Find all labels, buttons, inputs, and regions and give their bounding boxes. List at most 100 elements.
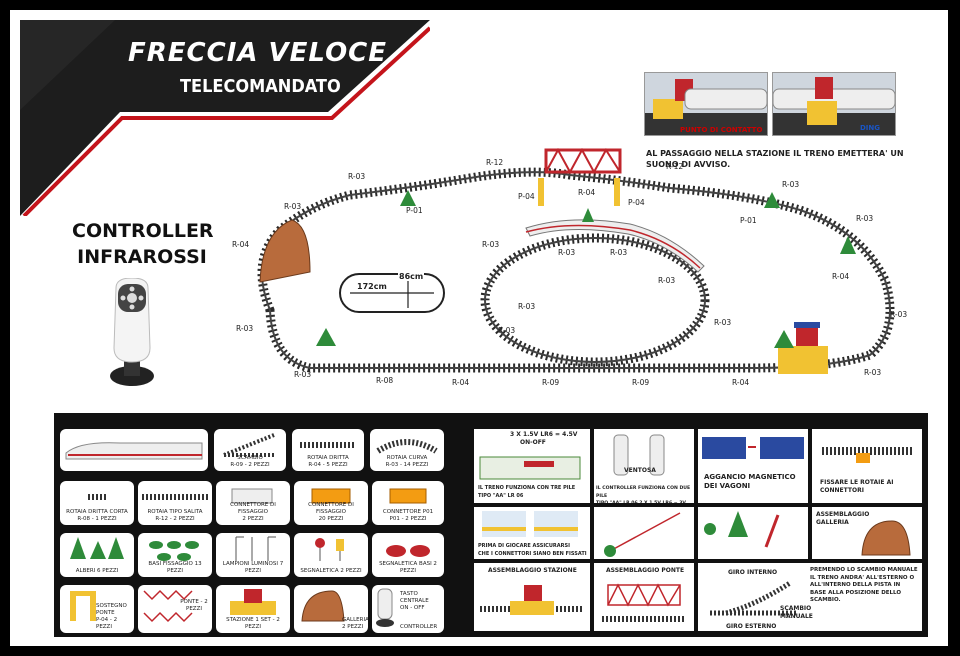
train [525,219,705,273]
instr-tree-fit [594,507,694,559]
track-label: R-03 [498,326,516,335]
remote-controller-image [110,278,154,386]
part-label: SOSTEGNO PONTE P-04 - 2 PEZZI [96,603,127,630]
track-label: P-01 [406,206,423,215]
part-label-on-off: TASTO CENTRALE ON - OFF [400,591,429,611]
instr-stazione: ASSEMBLAGGIO STAZIONE [474,563,590,631]
part-label: PONTE - 2 PEZZI [180,599,208,612]
part-train [60,429,208,471]
controller-battery-note: IL CONTROLLER FUNZIONA CON DUE PILE TIPO… [596,486,691,503]
on-off-label: ON-OFF [520,439,546,446]
fissare-label: FISSARE LE ROTAIE AI CONNETTORI [820,479,894,494]
stazione-label: ASSEMBLAGGIO STAZIONE [488,567,577,574]
track-label: R-04 [832,272,850,281]
giro-esterno-label: GIRO ESTERNO [726,623,777,630]
part-label: CONNETTORE DI FISSAGGIO 2 PEZZI [230,502,276,522]
instr-suction-check: PRIMA DI GIOCARE ASSICURARSI CHE I CONNE… [474,507,590,559]
controller-title: CONTROLLER INFRAROSSI [72,220,214,268]
scambio-manuale-label: SCAMBIO MANUALE [780,605,813,620]
part-scambio: SCAMBIO R-09 - 2 PEZZI [214,429,286,471]
track-label: R-03 [482,240,500,249]
ponte-label: ASSEMBLAGGIO PONTE [606,567,685,574]
instr-signals-fit [698,507,808,559]
track-label: R-12 [666,162,684,171]
part-label: BASI FISSAGGIO 13 PEZZI [148,561,202,574]
title-banner [20,20,430,216]
product-title: FRECCIA VELOCE [128,38,388,68]
part-galleria: GALLERIA 2 PEZZI [294,585,368,633]
part-label: SEGNALETICA 2 PEZZI [300,568,362,574]
track-label: R-04 [232,240,250,249]
train-battery-note: IL TRENO FUNZIONA CON TRE PILE TIPO "AA"… [478,485,576,499]
track-label: R-12 [486,158,504,167]
track-label: R-03 [782,180,800,189]
parts-and-instructions-panel: SCAMBIO R-09 - 2 PEZZI ROTAIA DRITTA R-0… [54,413,928,637]
part-basi-fissaggio: BASI FISSAGGIO 13 PEZZI [138,533,212,577]
part-label: STAZIONE 1 SET - 2 PEZZI [226,617,280,630]
part-controller: TASTO CENTRALE ON - OFF CONTROLLER [372,585,444,633]
part-segnaletica-basi: SEGNALETICA BASI 2 PEZZI [372,533,444,577]
track-label: R-09 [542,378,560,387]
part-label: ALBERI 6 PEZZI [75,568,119,574]
track-label: R-03 [610,248,628,257]
instr-aggancio: AGGANCIO MAGNETICO DEI VAGONI [698,429,808,503]
part-segnaletica: SEGNALETICA 2 PEZZI [294,533,368,577]
part-stazione: STAZIONE 1 SET - 2 PEZZI [216,585,290,633]
part-label: CONNETTORE DI FISSAGGIO 20 PEZZI [308,502,354,522]
part-label: ROTAIA TIPO SALITA R-12 - 2 PEZZI [147,509,203,522]
part-label: CONNETTORE P01 P01 - 2 PEZZI [382,509,434,522]
part-rotaia-curva: ROTAIA CURVA R-03 - 14 PEZZI [370,429,444,471]
track-label: R-03 [864,368,882,377]
part-label: SCAMBIO R-09 - 2 PEZZI [230,455,270,468]
part-connettore-p01: CONNETTORE P01 P01 - 2 PEZZI [372,481,444,525]
track-label: P-01 [740,216,757,225]
dimension-width: 172cm [356,282,388,291]
ventosa-label: VENTOSA [624,467,656,474]
part-label: GALLERIA 2 PEZZI [342,617,368,630]
track-label: R-04 [578,188,596,197]
part-rotaia-salita: ROTAIA TIPO SALITA R-12 - 2 PEZZI [138,481,212,525]
track-label: R-03 [658,276,676,285]
track-label: R-04 [452,378,470,387]
track-label: R-08 [376,376,394,385]
track-label: R-03 [890,310,908,319]
dimension-figure [339,273,445,313]
suction-check-note: PRIMA DI GIOCARE ASSICURARSI CHE I CONNE… [478,543,587,557]
giro-interno-label: GIRO INTERNO [728,569,778,576]
track-label: R-03 [236,324,254,333]
track-label: R-03 [348,172,366,181]
bridge [538,147,622,206]
part-ponte: PONTE - 2 PEZZI [138,585,212,633]
track-label: P-04 [628,198,645,207]
tunnel [259,219,311,283]
track-label: P-04 [518,192,535,201]
track-label: R-03 [558,248,576,257]
station [778,322,828,374]
track-label: R-03 [294,370,312,379]
track-label: R-04 [732,378,750,387]
track-label: R-03 [284,202,302,211]
product-subtitle: TELECOMANDATO [180,76,341,97]
part-label: ROTAIA DRITTA R-04 - 5 PEZZI [307,455,349,468]
contact-point-label: PUNTO DI CONTATTO [680,126,763,134]
part-label: LAMPIONI LUMINOSI 7 PEZZI [222,561,284,574]
contact-note: AL PASSAGGIO NELLA STAZIONE IL TRENO EME… [646,149,904,169]
part-connettore-fissaggio-20: CONNETTORE DI FISSAGGIO 20 PEZZI [294,481,368,525]
aggancio-label: AGGANCIO MAGNETICO DEI VAGONI [704,473,796,490]
part-label: SEGNALETICA BASI 2 PEZZI [379,561,437,574]
battery-spec: 3 X 1.5V LR6 = 4.5V [510,431,578,438]
instr-fissare: FISSARE LE ROTAIE AI CONNETTORI [812,429,922,503]
track-label: R-03 [518,302,536,311]
galleria-label: ASSEMBLAGGIO GALLERIA [816,511,870,526]
contact-photo-1 [644,72,768,136]
track-label: R-03 [856,214,874,223]
instr-controller-battery: VENTOSA IL CONTROLLER FUNZIONA CON DUE P… [594,429,694,503]
part-connettore-fissaggio-2: CONNETTORE DI FISSAGGIO 2 PEZZI [216,481,290,525]
dimension-height: 86cm [398,272,425,281]
part-label: ROTAIA CURVA R-03 - 14 PEZZI [385,455,429,468]
scambio-note: PREMENDO LO SCAMBIO MANUALE IL TRENO AND… [810,567,918,603]
track-layout [257,147,895,374]
part-lampioni: LAMPIONI LUMINOSI 7 PEZZI [216,533,290,577]
ding-label: DING [860,124,881,132]
part-rotaia-dritta: ROTAIA DRITTA R-04 - 5 PEZZI [292,429,364,471]
